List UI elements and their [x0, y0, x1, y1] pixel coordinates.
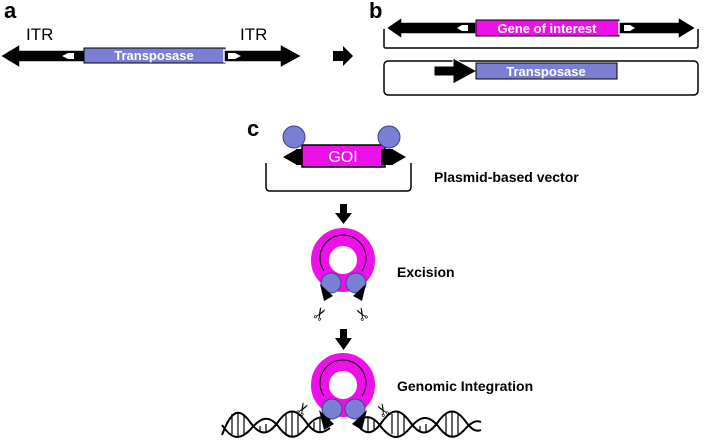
goi-label: GOI	[328, 149, 357, 166]
transposase-circle-right	[377, 125, 401, 149]
transposon-construct: Transposase	[0, 42, 304, 70]
itr-left-label: ITR	[26, 25, 53, 44]
panel-a-letter: a	[4, 0, 17, 23]
excision-transposase-left	[320, 272, 342, 294]
vector-itr-right-body	[381, 149, 393, 165]
excision-complex: ✂ ✂	[309, 228, 375, 326]
excision-transposase-right	[345, 272, 367, 294]
step-plasmid-vector: Plasmid-based vector	[434, 169, 579, 185]
vector-itr-left	[283, 149, 297, 165]
promoter-arrow	[433, 57, 479, 85]
transposase-circle-left	[282, 125, 306, 149]
integration-complex: ✂ ✂	[291, 353, 396, 430]
down-arrow-1	[335, 204, 352, 224]
step-excision: Excision	[397, 264, 455, 280]
integration-transposase-right	[344, 398, 366, 420]
panel-b-letter: b	[369, 0, 382, 23]
excised-ring-outline	[319, 234, 367, 272]
integration-end-right	[352, 410, 367, 430]
step-genomic-integration: Genomic Integration	[397, 378, 533, 394]
itr-right	[223, 42, 304, 70]
donor-itr-right	[618, 15, 698, 41]
dna-helix-right	[359, 410, 482, 438]
itr-right-inner-arrow	[228, 53, 241, 59]
scissors-icon: ✂	[351, 302, 375, 324]
donor-plasmid-backbone	[383, 29, 699, 49]
integrating-ring-outline	[319, 359, 367, 397]
integration-transposase-left	[321, 398, 343, 420]
transposase-box-b	[475, 62, 618, 80]
down-arrow-2	[335, 329, 352, 350]
a-to-b-arrow	[333, 46, 353, 66]
integration-end-left	[319, 410, 334, 430]
vector-backbone	[265, 163, 412, 192]
itr-left-inner-arrow	[62, 53, 74, 59]
dna-helix-left	[221, 410, 331, 438]
scissors-icon: ✂	[309, 303, 333, 325]
donor-itr-left-inner	[457, 25, 468, 31]
transposase-label-a: Transposase	[114, 48, 194, 63]
transposase-label-b: Transposase	[506, 64, 586, 79]
plasmid-based-vector: GOI	[265, 125, 412, 192]
helper-plasmid: Transposase	[383, 57, 699, 96]
excision-cut-end-left	[320, 284, 333, 301]
donor-plasmid: Gene of interest	[383, 15, 699, 49]
excision-cut-end-right	[353, 284, 366, 301]
vector-itr-right	[392, 149, 406, 165]
panel-c-letter: c	[247, 116, 259, 141]
itr-right-label: ITR	[240, 25, 267, 44]
gene-of-interest-label: Gene of interest	[498, 21, 598, 36]
donor-itr-right-inner	[624, 25, 635, 31]
